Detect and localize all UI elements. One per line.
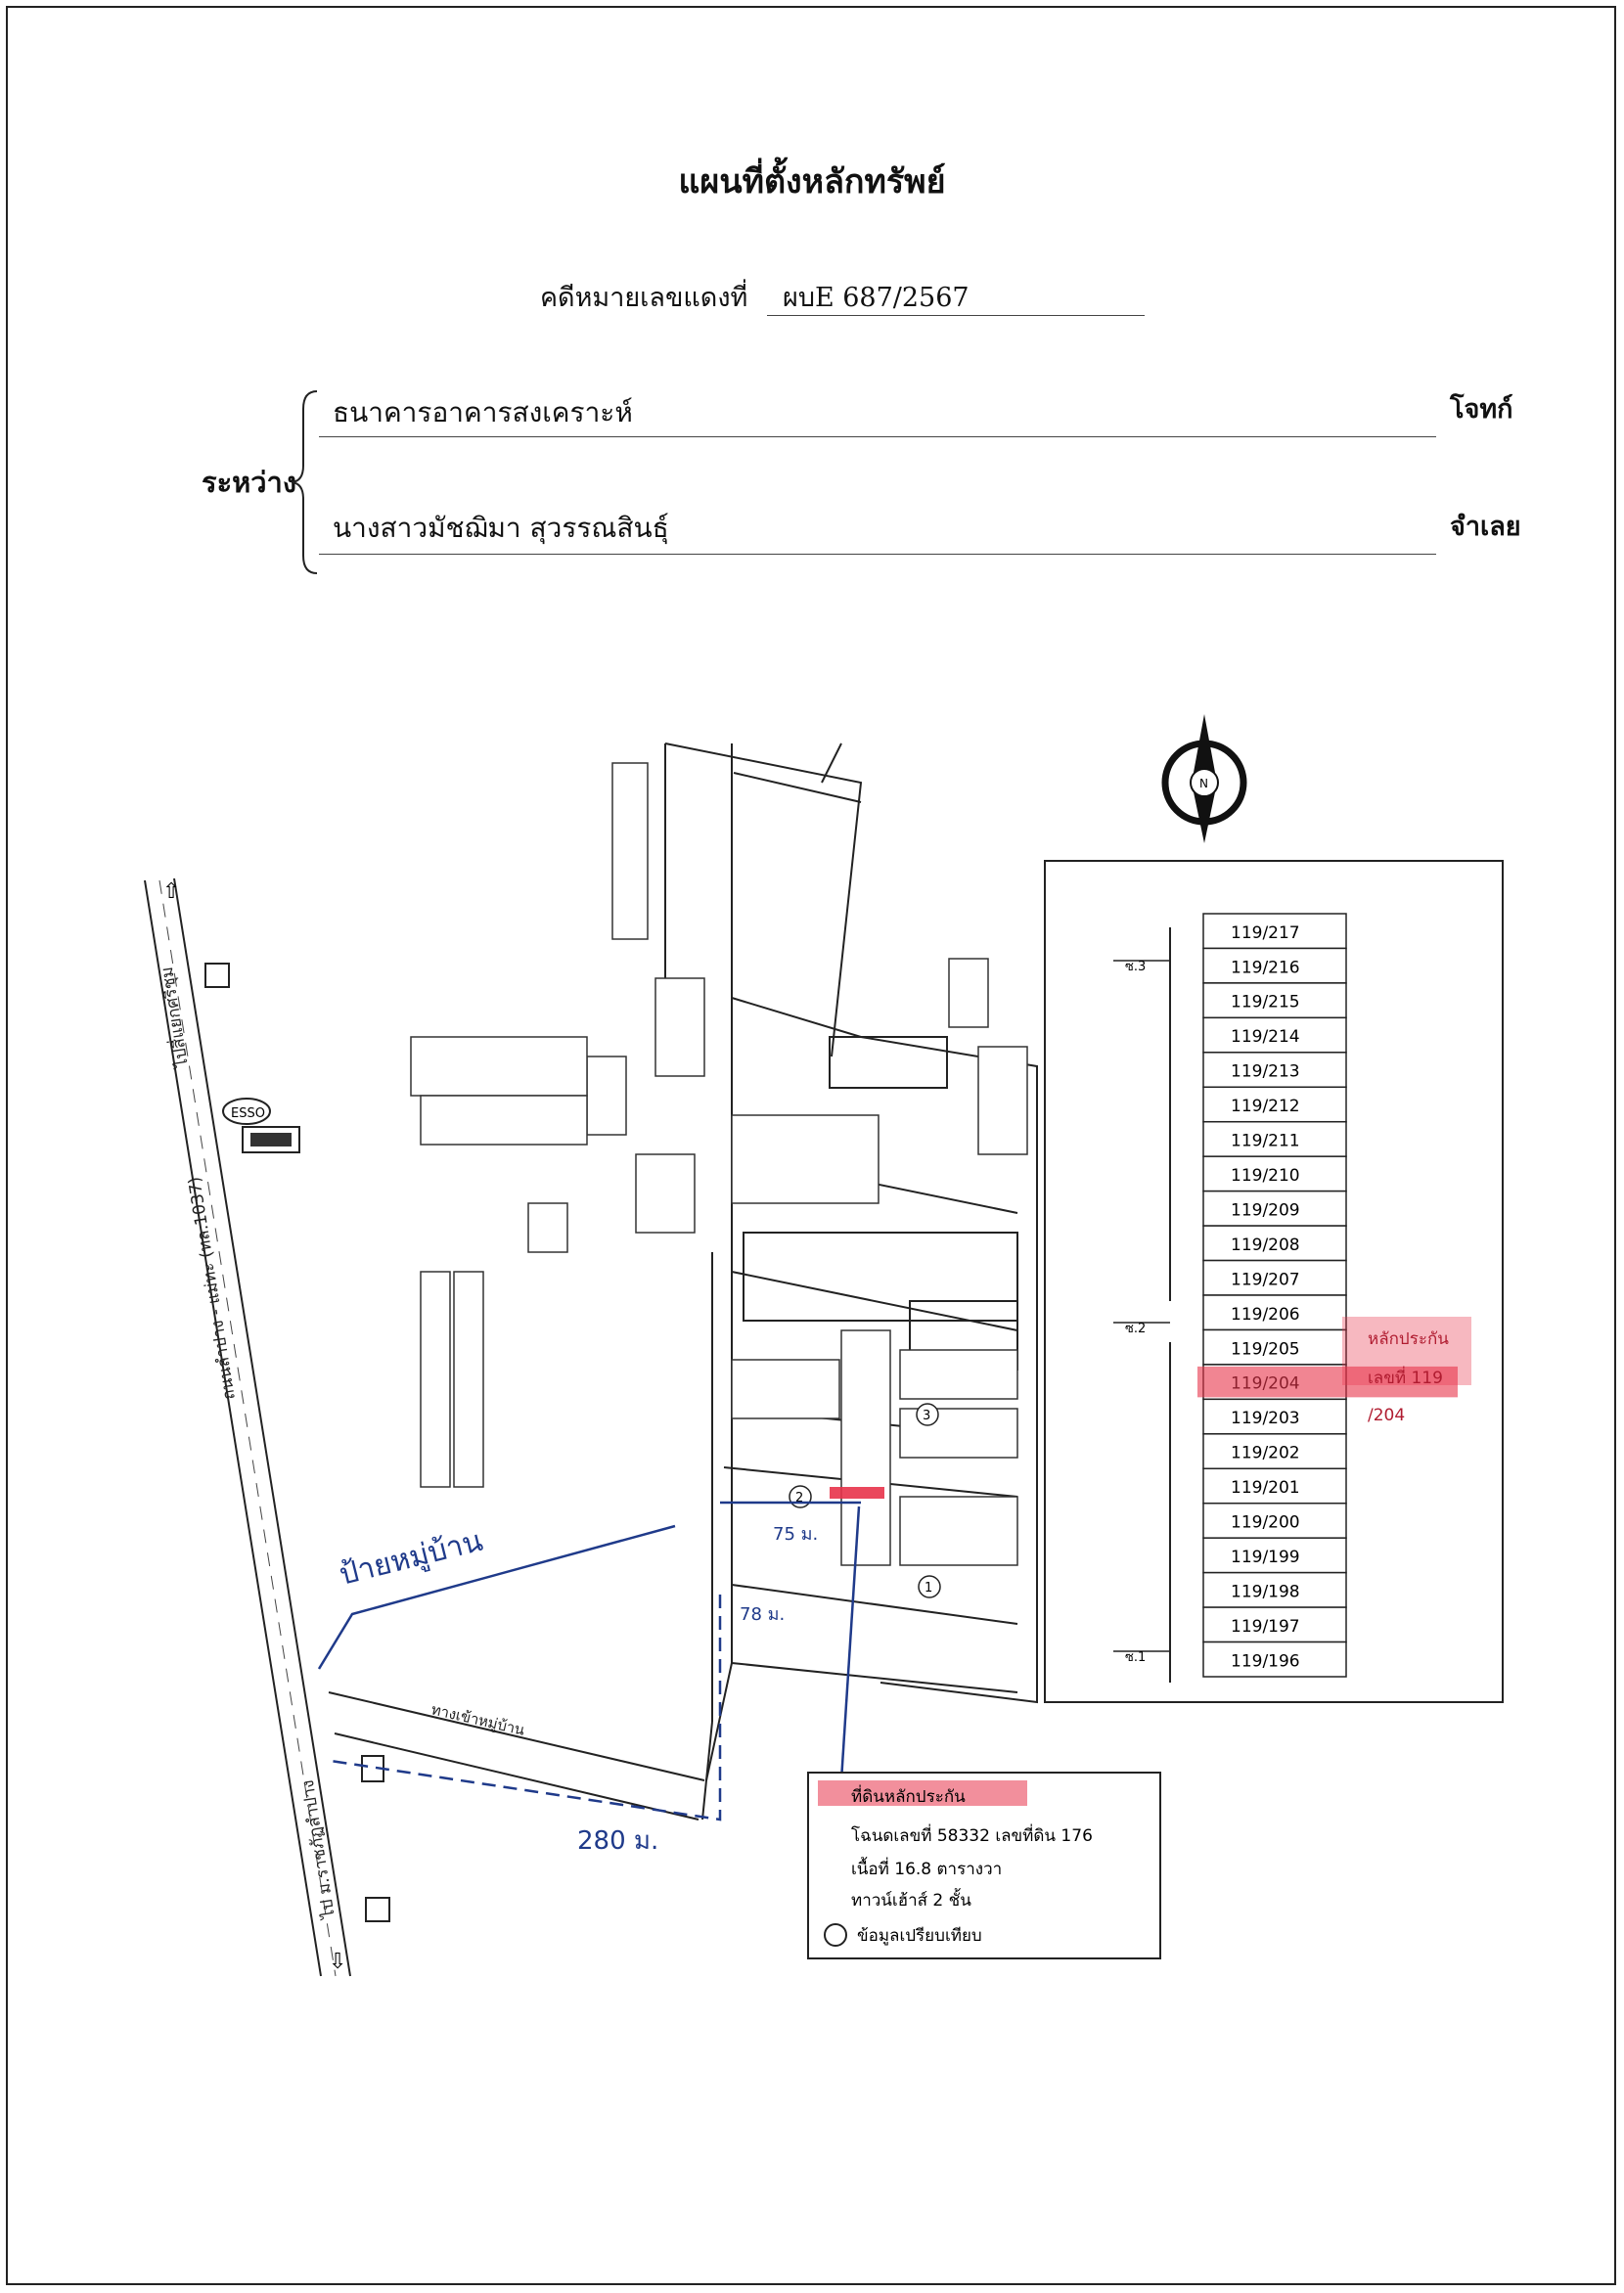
townhouse-block-middle xyxy=(731,958,1028,1566)
unit-number: 119/215 xyxy=(1231,993,1300,1012)
arrow-down-icon: ⇩ xyxy=(329,1950,346,1974)
unit-number: 119/209 xyxy=(1231,1200,1300,1220)
legend-title-deed: โฉนดเลขที่ 58332 เลขที่ดิน 176 xyxy=(851,1823,1093,1846)
collateral-highlight xyxy=(830,1487,884,1499)
collateral-callout-line-1: หลักประกัน xyxy=(1368,1329,1449,1349)
unit-number: 119/207 xyxy=(1231,1270,1300,1289)
unit-number: 119/201 xyxy=(1231,1478,1300,1498)
unit-number: 119/217 xyxy=(1231,923,1300,943)
unit-number: 119/211 xyxy=(1231,1132,1300,1151)
unit-number: 119/203 xyxy=(1231,1409,1300,1428)
unit-table: 119/217 119/216 119/215 119/214 119/213 119/2… xyxy=(1197,913,1458,1678)
handwritten-sign: ป้ายหมู่บ้าน xyxy=(336,1524,485,1593)
handwritten-distance-75: 75 ม. xyxy=(773,1524,818,1545)
unit-cell xyxy=(1202,1259,1347,1296)
unit-cell xyxy=(1202,1641,1347,1678)
row-label-3: ซ.3 xyxy=(1125,960,1146,974)
handwritten-distance-78: 78 ม. xyxy=(740,1604,785,1625)
unit-cell xyxy=(1202,1606,1347,1643)
parcel-marker-3: 3 xyxy=(923,1409,930,1423)
entrance-road xyxy=(328,743,733,1821)
unit-number: 119/213 xyxy=(1231,1062,1300,1082)
unit-cell xyxy=(1202,1398,1347,1435)
unit-number: 119/199 xyxy=(1231,1548,1300,1567)
unit-cell xyxy=(1202,1086,1347,1123)
collateral-unit-highlight xyxy=(1197,1366,1458,1398)
unit-number: 119/210 xyxy=(1231,1166,1300,1186)
gas-station-icon xyxy=(222,1098,300,1153)
plaintiff-name: ธนาคารอาคารสงเคราะห์ xyxy=(333,396,633,428)
legend-area: เนื้อที่ 16.8 ตารางวา xyxy=(851,1857,1002,1879)
parcel-marker-2: 2 xyxy=(795,1491,803,1506)
unit-number: 119/216 xyxy=(1231,958,1300,977)
main-highway xyxy=(144,877,351,1977)
plaintiff-underline xyxy=(319,436,1436,437)
unit-detail-panel xyxy=(1044,860,1504,1703)
defendant-underline xyxy=(319,554,1436,555)
handwritten-annotations xyxy=(317,1501,861,1821)
unit-number: 119/197 xyxy=(1231,1617,1300,1637)
unit-number: 119/206 xyxy=(1231,1305,1300,1325)
road-north-direction: ไปสี่แยกศรีชุม xyxy=(155,966,193,1071)
unit-cell xyxy=(1202,1016,1347,1054)
unit-cell xyxy=(1202,1052,1347,1089)
case-number: ผบE 687/2567 xyxy=(783,283,970,313)
road-south-direction: ไป ม.ราชภัฏลำปาง xyxy=(297,1778,339,1921)
unit-cell xyxy=(1202,947,1347,984)
collateral-marker: 1 xyxy=(925,1581,932,1596)
unit-number: 119/212 xyxy=(1231,1097,1300,1116)
legend-building: ทาวน์เฮ้าส์ 2 ชั้น xyxy=(851,1888,971,1911)
unit-number: 119/208 xyxy=(1231,1236,1300,1255)
unit-number: 119/200 xyxy=(1231,1513,1300,1533)
plaintiff-role: โจทก์ xyxy=(1450,394,1513,425)
north-arrow-icon: N xyxy=(1161,714,1247,843)
unit-cell xyxy=(1202,913,1347,950)
collateral-callout-line-2: เลขที่ 119 xyxy=(1368,1366,1443,1388)
legend-highlight xyxy=(818,1780,1027,1806)
defendant-role: จำเลย xyxy=(1450,512,1521,542)
parties-brace xyxy=(291,390,318,574)
north-label: N xyxy=(1199,777,1208,790)
unit-cell xyxy=(1202,1225,1347,1262)
row-label-1: ซ.1 xyxy=(1125,1650,1146,1665)
gas-station-label: ESSO xyxy=(231,1106,265,1121)
legend-header: ที่ดินหลักประกัน xyxy=(851,1784,966,1807)
handwritten-distance-280: 280 ม. xyxy=(577,1826,658,1856)
defendant-name: นางสาวมัชฌิมา สุวรรณสินธุ์ xyxy=(333,512,669,544)
legend-comparison: ข้อมูลเปรียบเทียบ xyxy=(857,1926,982,1946)
unit-number: 119/214 xyxy=(1231,1027,1300,1047)
unit-number: 119/198 xyxy=(1231,1582,1300,1601)
unit-number: 119/196 xyxy=(1231,1651,1300,1671)
page-border xyxy=(6,6,1616,2285)
row-label-2: ซ.2 xyxy=(1125,1322,1146,1336)
unit-number: 119/202 xyxy=(1231,1444,1300,1463)
case-number-underline xyxy=(767,315,1145,316)
between-label: ระหว่าง xyxy=(202,466,296,499)
comparison-circle-icon xyxy=(824,1923,847,1947)
unit-cell xyxy=(1202,1467,1347,1505)
collateral-callout-highlight xyxy=(1342,1317,1471,1385)
arrow-up-icon: ⇧ xyxy=(162,879,180,904)
page-title: แผนที่ตั้งหลักทรัพย์ xyxy=(678,162,946,202)
unit-cell xyxy=(1202,982,1347,1019)
unit-cell xyxy=(1202,1190,1347,1227)
entrance-road-label: ทางเข้าหมู่บ้าน xyxy=(429,1700,526,1738)
townhouse-block-left xyxy=(410,762,705,1488)
case-number-label: คดีหมายเลขแดงที่ xyxy=(540,283,748,313)
unit-number: 119/205 xyxy=(1231,1339,1300,1359)
collateral-callout-line-3: /204 xyxy=(1368,1406,1405,1425)
unit-cell xyxy=(1202,1571,1347,1608)
